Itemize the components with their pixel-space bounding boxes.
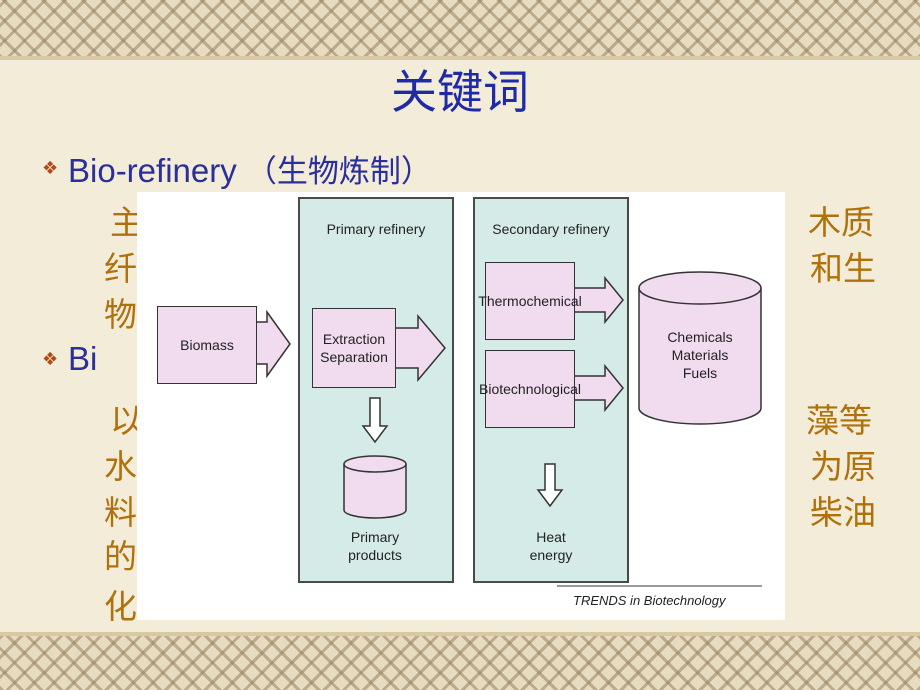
extraction-label: Extraction xyxy=(322,331,386,347)
primary-products-cylinder-top xyxy=(343,455,407,473)
bullet-second: ❖ Bi xyxy=(42,340,97,378)
para2-line5-start: 化 xyxy=(104,587,137,626)
primary-products-line1: Primary xyxy=(350,529,400,545)
primary-products-line2: products xyxy=(348,547,402,563)
para1-line2-end: 和生 xyxy=(810,249,876,288)
bullet-english: Bio-refinery xyxy=(68,152,237,189)
biotechnological-label: Biotechnological xyxy=(479,381,581,397)
extraction-arrow-icon xyxy=(392,313,446,383)
biotechnological-box: Biotechnological xyxy=(479,350,581,428)
para1-line1-end: 木质 xyxy=(808,203,874,242)
primary-products-cylinder-body xyxy=(343,464,407,519)
extraction-separation-box: Extraction Separation xyxy=(312,308,396,388)
biomass-label: Biomass xyxy=(180,337,234,353)
heat-energy-label: Heat energy xyxy=(509,528,593,564)
down-arrow-primary-icon xyxy=(361,397,389,444)
biomass-box: Biomass xyxy=(157,306,257,384)
down-arrow-secondary-icon xyxy=(536,463,564,508)
bullet-chinese: （生物炼制） xyxy=(245,154,432,190)
biorefinery-diagram: Primary refinery Secondary refinery Biom… xyxy=(137,192,785,620)
slide-title: 关键词 xyxy=(391,65,529,119)
fuels-label: Fuels xyxy=(682,365,718,381)
figure-caption: TRENDS in Biotechnology xyxy=(573,593,726,608)
para2-line1-end: 藻等 xyxy=(806,401,872,440)
thermochemical-arrow-icon xyxy=(571,275,624,325)
output-cylinder-top xyxy=(638,271,762,305)
secondary-refinery-title: Secondary refinery xyxy=(492,221,610,237)
heat-line1: Heat xyxy=(536,529,566,545)
top-border-edge xyxy=(0,56,920,60)
primary-refinery-title: Primary refinery xyxy=(326,221,426,237)
bullet-bio-refinery: ❖ Bio-refinery （生物炼制） xyxy=(42,146,432,191)
biotechnological-arrow-icon xyxy=(571,363,624,413)
thermochemical-label: Thermochemical xyxy=(478,293,582,309)
top-decorative-border xyxy=(0,0,920,58)
para2-line2-start: 水 xyxy=(104,447,137,486)
heat-line2: energy xyxy=(529,547,573,563)
diamond-bullet-icon: ❖ xyxy=(42,158,59,179)
diagram-shapes xyxy=(253,271,762,587)
para1-line2-start: 纤 xyxy=(104,249,137,288)
bottom-border-edge xyxy=(0,632,920,636)
para2-line3-end: 柴油 xyxy=(810,493,876,532)
chemicals-label: Chemicals xyxy=(667,329,733,345)
bullet2-text: Bi xyxy=(68,340,98,377)
biomass-arrow-icon xyxy=(253,309,291,379)
bottom-decorative-border xyxy=(0,632,920,690)
para2-line2-end: 为原 xyxy=(810,447,876,486)
materials-label: Materials xyxy=(671,347,729,363)
output-cylinder-body xyxy=(638,288,762,425)
para2-line3-start: 料 xyxy=(104,493,137,532)
para2-line4-start: 的 xyxy=(104,537,137,576)
output-label: Chemicals Materials Fuels xyxy=(645,328,755,382)
diamond-bullet-icon: ❖ xyxy=(42,348,59,370)
primary-products-label: Primary products xyxy=(333,528,417,564)
bullet-text: Bio-refinery （生物炼制） xyxy=(68,146,432,191)
para1-line3-start: 物 xyxy=(104,295,137,334)
separation-label: Separation xyxy=(320,349,388,365)
thermochemical-box: Thermochemical xyxy=(478,262,582,340)
